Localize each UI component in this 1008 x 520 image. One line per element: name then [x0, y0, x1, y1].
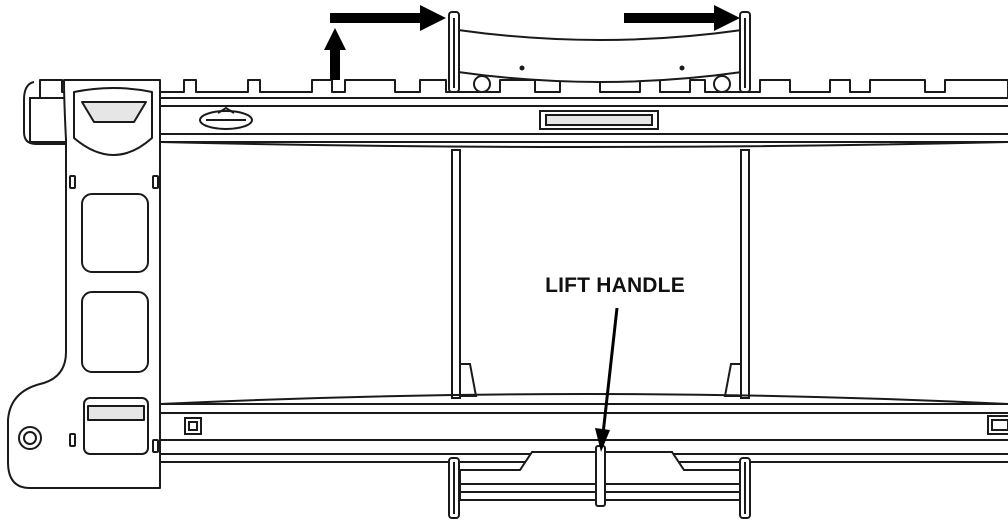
lift-handle-leader-arrow: [595, 307, 619, 452]
left-end-bracket: [7, 79, 161, 489]
divider-rods: [451, 149, 750, 399]
top-crossbar: [457, 28, 743, 93]
lift-up-arrow: [324, 28, 346, 80]
top-fin-left: [448, 11, 460, 93]
lift-handle: [459, 445, 742, 507]
lift-handle-label: LIFT HANDLE: [545, 274, 685, 297]
slide-right-arrow-left: [330, 5, 446, 31]
bottom-beam-square-right: [987, 415, 1008, 435]
top-fin-right: [739, 11, 751, 93]
rectangular-slot: [539, 110, 659, 130]
slide-right-arrow-right: [624, 5, 740, 31]
bottom-beam-square-left: [184, 417, 202, 435]
bottom-fin-right: [739, 457, 751, 519]
top-slotted-rail: [39, 79, 1008, 99]
mounting-bolt: [18, 426, 42, 450]
bottom-fin-left: [448, 457, 460, 519]
oval-latch: [199, 106, 253, 130]
top-beam: [29, 97, 1008, 148]
bracket-hook: [23, 81, 66, 145]
